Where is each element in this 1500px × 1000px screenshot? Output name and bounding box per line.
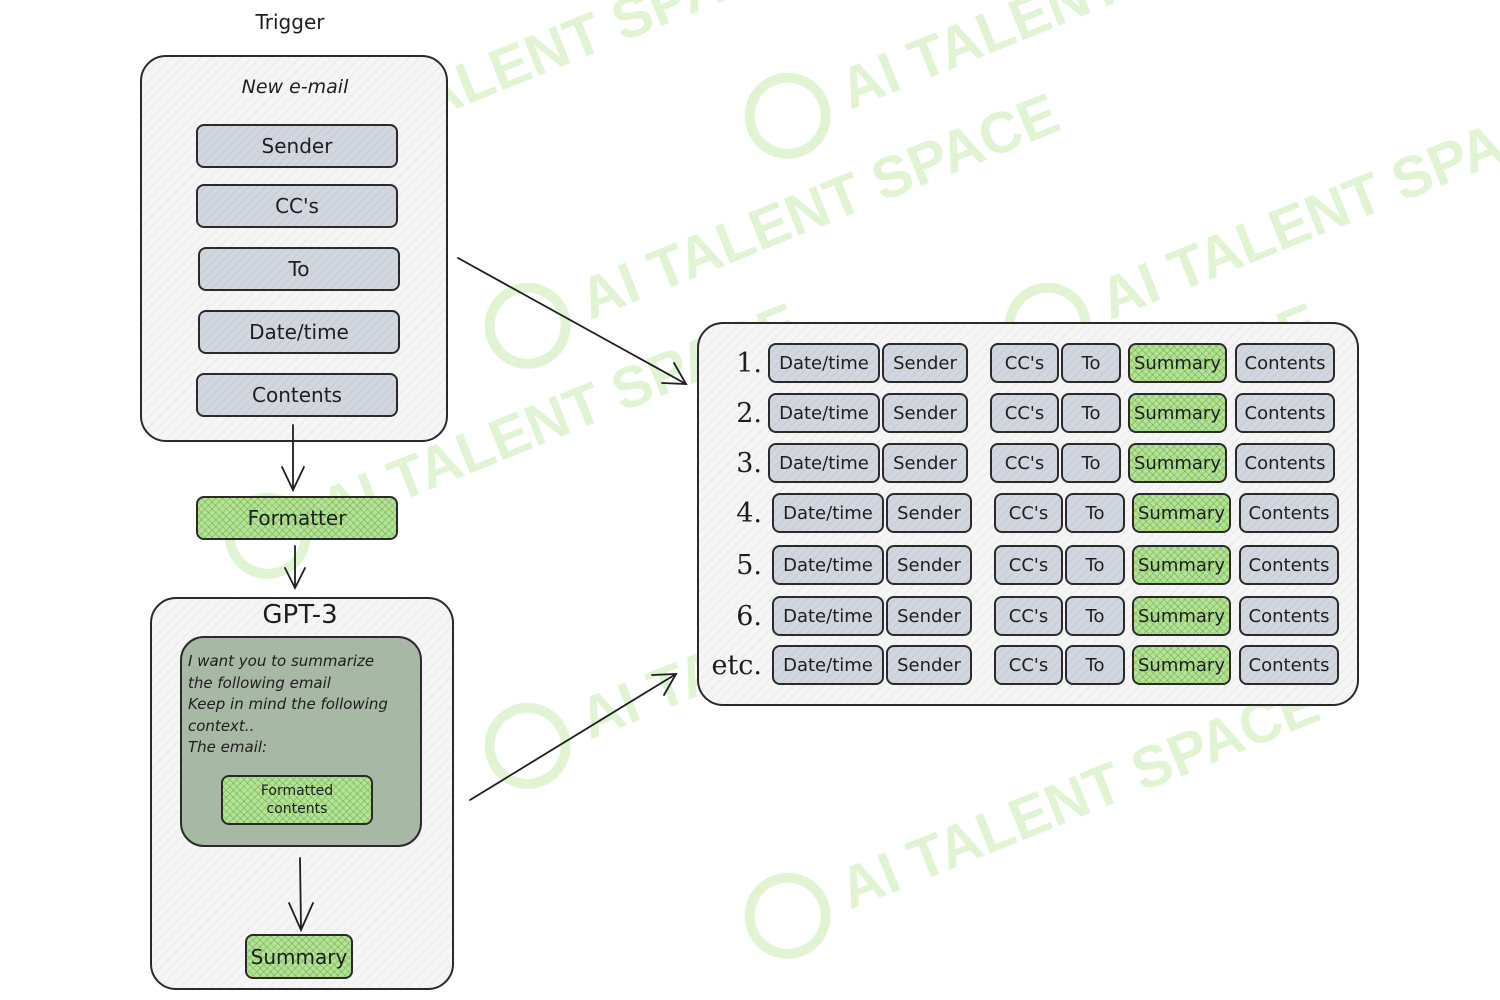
table-row-number: etc. [711, 649, 762, 681]
table-cell-summary: Summary [1132, 645, 1231, 685]
table-cell-to: To [1065, 545, 1125, 585]
table-cell-contents: Contents [1239, 645, 1339, 685]
table-cell-to: To [1065, 645, 1125, 685]
arrow-formatter-to-gpt [284, 545, 306, 591]
trigger-field-ccs: CC's [196, 184, 398, 228]
watermark-logo-icon [744, 872, 831, 959]
table-row-number: 6. [736, 600, 762, 632]
trigger-card-title: New e-mail [241, 76, 349, 98]
table-row-number: 4. [736, 497, 762, 529]
table-cell-summary: Summary [1132, 596, 1231, 636]
gpt-title: GPT-3 [262, 600, 338, 630]
table-cell-sender: Sender [886, 596, 972, 636]
table-cell-date-time: Date/time [772, 493, 884, 533]
table-cell-cc-s: CC's [990, 343, 1059, 383]
arrow-trigger-to-formatter [281, 424, 305, 493]
prompt-text: I want you to summarize the following em… [188, 652, 388, 756]
table-cell-to: To [1061, 343, 1121, 383]
table-cell-date-time: Date/time [772, 545, 884, 585]
table-cell-contents: Contents [1239, 545, 1339, 585]
table-cell-cc-s: CC's [994, 596, 1063, 636]
table-cell-sender: Sender [886, 645, 972, 685]
table-cell-cc-s: CC's [994, 545, 1063, 585]
table-cell-to: To [1061, 443, 1121, 483]
table-cell-date-time: Date/time [768, 443, 880, 483]
table-cell-contents: Contents [1235, 393, 1335, 433]
table-cell-contents: Contents [1235, 343, 1335, 383]
arrow-summary-to-table [469, 673, 678, 801]
table-row-number: 5. [736, 549, 762, 581]
summary-box: Summary [245, 934, 353, 979]
table-cell-cc-s: CC's [994, 645, 1063, 685]
table-cell-sender: Sender [886, 493, 972, 533]
table-cell-summary: Summary [1132, 493, 1231, 533]
table-cell-cc-s: CC's [994, 493, 1063, 533]
watermark-logo-icon [484, 702, 571, 789]
table-cell-sender: Sender [882, 393, 968, 433]
table-cell-contents: Contents [1239, 493, 1339, 533]
table-cell-date-time: Date/time [772, 645, 884, 685]
trigger-field-datetime: Date/time [198, 310, 400, 354]
trigger-field-contents: Contents [196, 373, 398, 417]
table-cell-cc-s: CC's [990, 393, 1059, 433]
trigger-field-to: To [198, 247, 400, 291]
table-cell-date-time: Date/time [772, 596, 884, 636]
trigger-label: Trigger [255, 10, 325, 34]
table-cell-cc-s: CC's [990, 443, 1059, 483]
watermark-logo-icon [744, 72, 831, 159]
table-cell-summary: Summary [1128, 343, 1227, 383]
table-row-number: 1. [736, 347, 762, 379]
table-cell-to: To [1061, 393, 1121, 433]
trigger-field-sender: Sender [196, 124, 398, 168]
table-cell-contents: Contents [1239, 596, 1339, 636]
table-row-number: 2. [736, 397, 762, 429]
formatter-box: Formatter [196, 496, 398, 540]
table-cell-to: To [1065, 596, 1125, 636]
table-cell-to: To [1065, 493, 1125, 533]
table-cell-summary: Summary [1132, 545, 1231, 585]
table-cell-sender: Sender [882, 343, 968, 383]
table-cell-date-time: Date/time [768, 393, 880, 433]
table-cell-contents: Contents [1235, 443, 1335, 483]
table-cell-sender: Sender [882, 443, 968, 483]
formatted-contents-box: Formatted contents [221, 775, 373, 825]
table-cell-sender: Sender [886, 545, 972, 585]
watermark-logo-icon [484, 282, 571, 369]
arrow-trigger-to-table [457, 257, 688, 385]
table-cell-date-time: Date/time [768, 343, 880, 383]
table-cell-summary: Summary [1128, 443, 1227, 483]
arrow-prompt-to-summary [288, 857, 314, 933]
table-cell-summary: Summary [1128, 393, 1227, 433]
table-row-number: 3. [736, 447, 762, 479]
